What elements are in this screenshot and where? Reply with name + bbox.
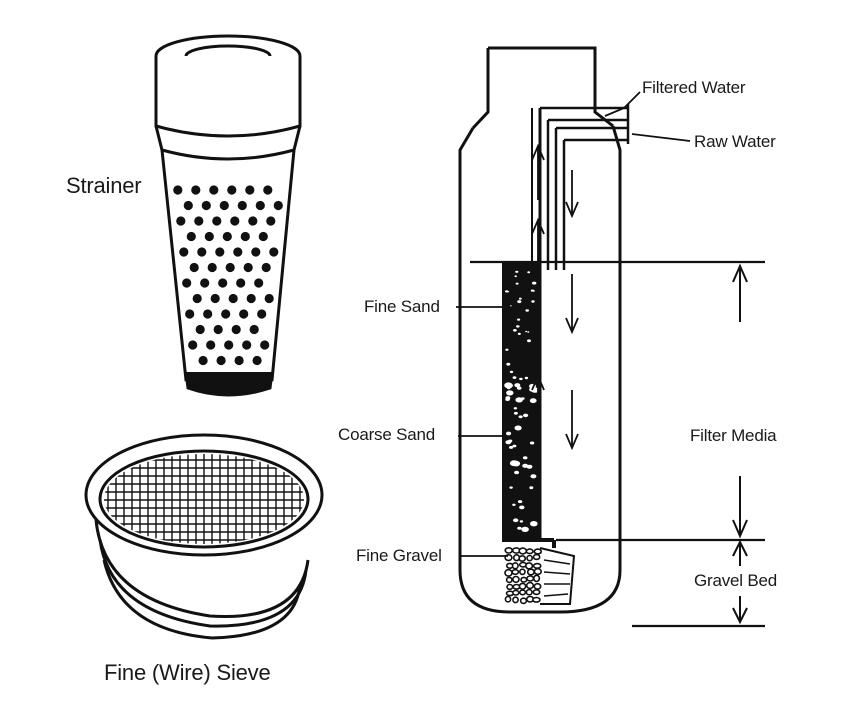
filter-column-icon <box>456 46 765 628</box>
raw-water-label: Raw Water <box>694 132 776 151</box>
fine-sand-label: Fine Sand <box>364 297 440 316</box>
strainer-label: Strainer <box>66 173 142 198</box>
sieve-icon <box>84 433 324 640</box>
fine-gravel-label: Fine Gravel <box>356 546 442 565</box>
strainer-icon <box>154 34 302 397</box>
gravel-bed-label: Gravel Bed <box>694 571 778 590</box>
filter-media-label: Filter Media <box>690 426 777 445</box>
sieve-label: Fine (Wire) Sieve <box>104 660 271 685</box>
filtered-water-label: Filtered Water <box>642 78 746 97</box>
coarse-sand-label: Coarse Sand <box>338 425 436 444</box>
